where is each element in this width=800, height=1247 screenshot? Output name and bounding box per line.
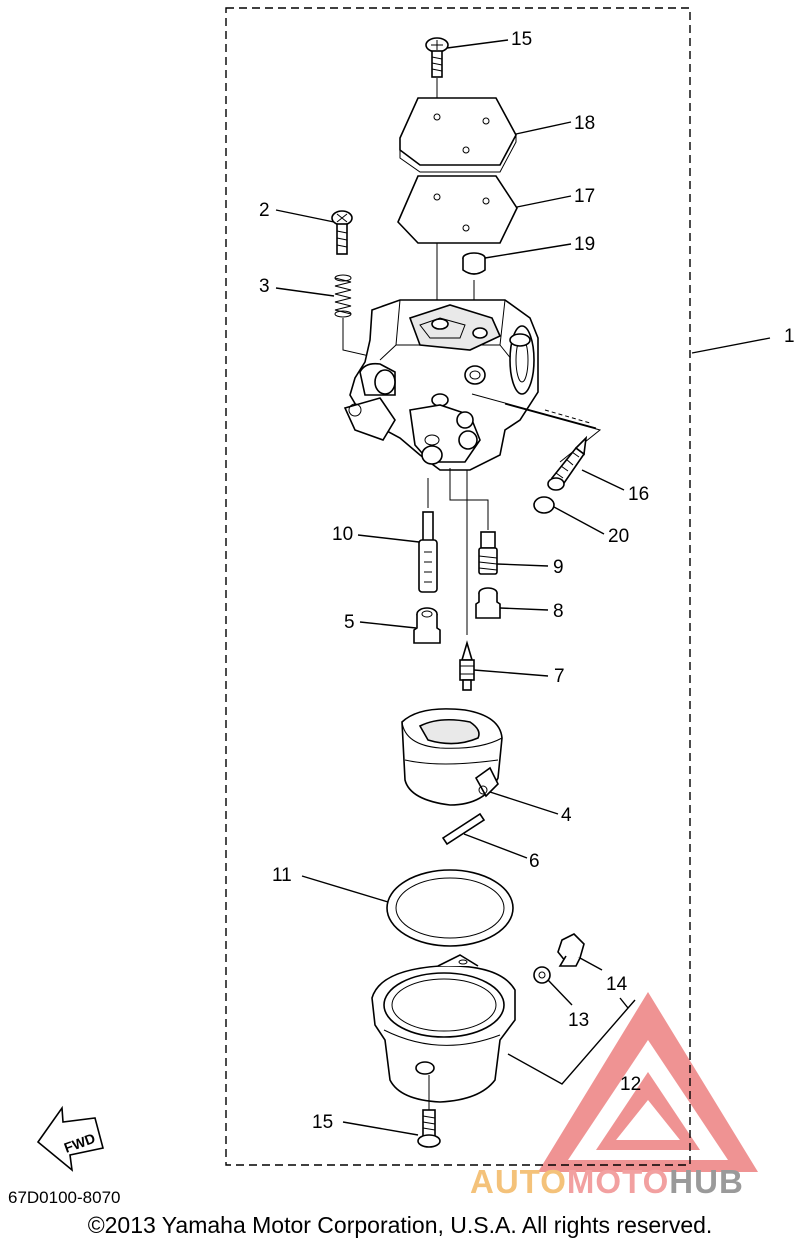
callout-16: 16 [628, 484, 649, 505]
callout-1: 1 [784, 326, 795, 347]
part-18-cover [399, 97, 517, 173]
watermark-part3: HUB [669, 1163, 744, 1200]
callout-12: 12 [620, 1074, 641, 1095]
part-10-main-nozzle [418, 511, 438, 593]
part-11-o-ring [386, 869, 514, 947]
part-6-pin [441, 812, 486, 846]
part-14-drain-screw [557, 933, 585, 967]
callout-11: 11 [272, 865, 292, 886]
part-3-spring [334, 274, 352, 318]
callout-19: 19 [574, 234, 595, 255]
watermark-logo-icon [538, 992, 758, 1172]
part-5-jet [413, 607, 441, 644]
part-1-carburetor-body [343, 299, 539, 471]
callout-7: 7 [554, 666, 565, 687]
callout-20: 20 [608, 526, 629, 547]
callout-5: 5 [344, 612, 355, 633]
callout-15-top: 15 [511, 29, 532, 50]
callout-4: 4 [561, 805, 572, 826]
watermark-part2: MOTO [566, 1163, 670, 1200]
callout-numbers: 1 2 3 4 5 6 7 8 9 10 11 12 13 14 15 15 1… [259, 29, 795, 1133]
part-16-pilot-screw [547, 435, 588, 491]
callout-8: 8 [553, 601, 564, 622]
copyright-notice: ©2013 Yamaha Motor Corporation, U.S.A. A… [87, 1212, 713, 1238]
callout-17: 17 [574, 186, 595, 207]
callout-6: 6 [529, 851, 540, 872]
part-2-screw [331, 210, 353, 255]
callout-3: 3 [259, 276, 270, 297]
callout-10: 10 [332, 524, 353, 545]
watermark-part1: AUTO [470, 1163, 567, 1200]
part-19-plug [462, 252, 486, 275]
leader-lines [275, 39, 771, 1136]
part-15-screw-top [425, 37, 449, 78]
part-15-screw-bottom [417, 1109, 441, 1148]
part-9-jet [478, 531, 498, 575]
diagram-code: 67D0100-8070 [8, 1188, 121, 1207]
callout-18: 18 [574, 113, 595, 134]
part-12-float-chamber [371, 954, 516, 1103]
callout-13: 13 [568, 1010, 589, 1031]
part-8-main-jet [475, 587, 501, 619]
callout-14: 14 [606, 974, 628, 995]
part-7-needle-valve [459, 640, 475, 691]
part-17-gasket [397, 175, 518, 244]
callout-15-bottom: 15 [312, 1112, 333, 1133]
fwd-arrow-icon: FWD [36, 1105, 104, 1172]
part-20-cap [533, 496, 555, 514]
watermark-text: AUTOMOTOHUB [470, 1163, 744, 1201]
callout-9: 9 [553, 557, 564, 578]
assembly-frame [225, 7, 691, 1166]
part-13-washer [533, 966, 551, 984]
part-4-float [401, 708, 503, 806]
callout-2: 2 [259, 200, 270, 221]
